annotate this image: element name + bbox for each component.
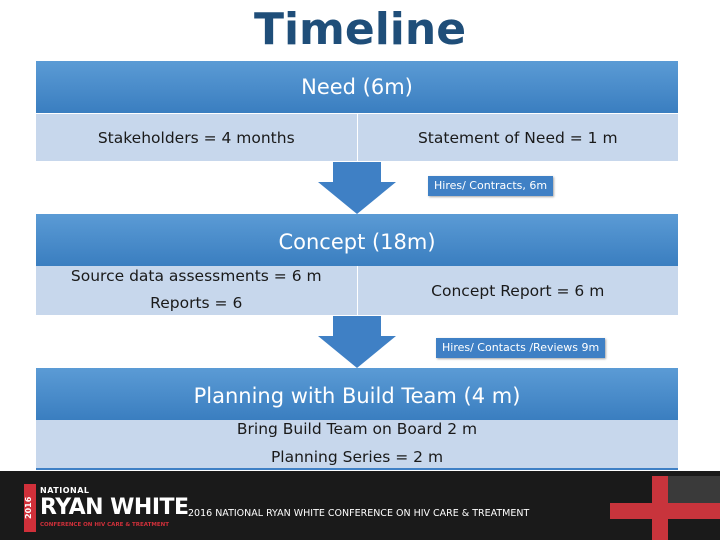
phase1-details: Stakeholders = 4 months Statement of Nee… [36, 114, 678, 161]
phase1-left-cell: Stakeholders = 4 months [36, 114, 357, 161]
phase2-right-text: Concept Report = 6 m [431, 281, 605, 300]
phase1-transition-label: Hires/ Contracts, 6m [428, 176, 554, 196]
logo-ryan-white: RYAN WHITE [40, 495, 189, 520]
footer-decoration [668, 476, 720, 503]
phase2-header: Concept (18m) [36, 214, 678, 266]
phase3-text-1: Bring Build Team on Board 2 m [236, 420, 478, 438]
footer-text: 2016 NATIONAL RYAN WHITE CONFERENCE ON H… [188, 508, 530, 519]
slide-title: Timeline [253, 4, 467, 55]
phase3-details: Bring Build Team on Board 2 m Planning S… [36, 420, 678, 470]
phase2-transition-label: Hires/ Contacts /Reviews 9m [436, 338, 606, 358]
phase2-left-text-2: Reports = 6 [150, 294, 243, 312]
phase3-header: Planning with Build Team (4 m) [36, 368, 678, 420]
phase1-right-cell: Statement of Need = 1 m [356, 114, 679, 161]
phase2-right-cell: Concept Report = 6 m [356, 266, 679, 315]
footer-bar [0, 471, 720, 540]
logo-year: 2016 [24, 484, 36, 532]
phase2-left-cell: Source data assessments = 6 m Reports = … [36, 266, 357, 315]
phase1-right-text: Statement of Need = 1 m [417, 128, 618, 147]
logo-national: NATIONAL [40, 486, 90, 495]
phase1-left-text: Stakeholders = 4 months [97, 128, 295, 147]
phase2-details: Source data assessments = 6 m Reports = … [36, 266, 678, 315]
down-arrow-icon [318, 162, 396, 214]
phase3-text-2: Planning Series = 2 m [270, 448, 444, 466]
footer-cross-horizontal [610, 503, 720, 519]
phase1-header: Need (6m) [36, 61, 678, 113]
logo-subtitle: CONFERENCE ON HIV CARE & TREATMENT [40, 522, 169, 528]
down-arrow-icon [318, 316, 396, 368]
phase2-left-text-1: Source data assessments = 6 m [70, 267, 322, 285]
